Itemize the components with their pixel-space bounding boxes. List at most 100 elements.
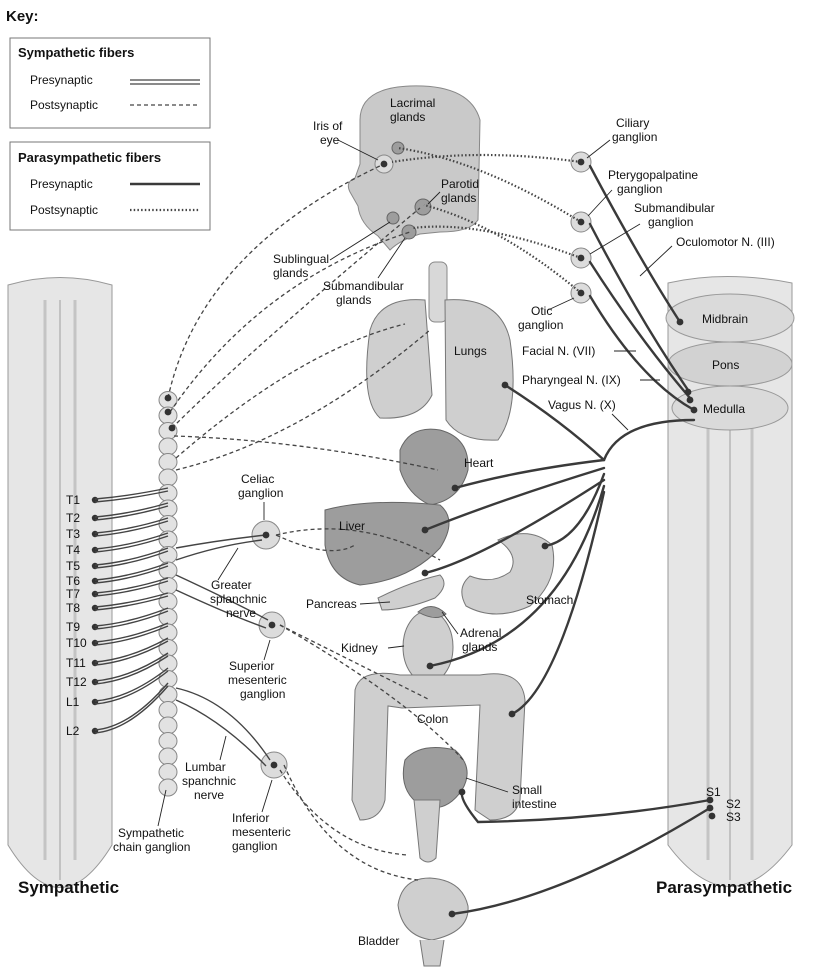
spinal-level-t10: T10 <box>66 636 87 650</box>
label-submand-ganglion-1: Submandibular <box>634 201 715 215</box>
label-kidney: Kidney <box>341 641 378 655</box>
synapse-dot <box>502 382 509 389</box>
chain-ganglion <box>159 469 177 486</box>
label-parotid-1: Parotid <box>441 177 479 191</box>
trachea <box>429 262 447 322</box>
label-lumbar-2: spanchnic <box>182 774 236 788</box>
label-small-intestine-2: intestine <box>512 797 557 811</box>
label-ciliary-2: ganglion <box>612 130 657 144</box>
label-inferior-3: ganglion <box>232 839 277 853</box>
chain-ganglion <box>159 717 177 734</box>
rectum <box>414 800 440 862</box>
spinal-level-t2: T2 <box>66 511 80 525</box>
label-chain-1: Sympathetic <box>118 826 184 840</box>
label-facial-nerve: Facial N. (VII) <box>522 344 595 358</box>
label-greater-1: Greater <box>211 578 252 592</box>
key-sympathetic-box: Sympathetic fibers Presynaptic Postsynap… <box>10 38 210 128</box>
label-ciliary-1: Ciliary <box>616 116 649 130</box>
synapse-dot <box>685 389 692 396</box>
synapse-dot <box>578 159 585 166</box>
sublingual-gland <box>387 212 399 224</box>
chain-ganglion <box>159 547 177 564</box>
heart <box>400 429 468 505</box>
key-parasympathetic-heading: Parasympathetic fibers <box>18 150 161 165</box>
label-lacrimal-1: Lacrimal <box>390 96 435 110</box>
label-iris-1: Iris of <box>313 119 343 133</box>
label-bladder: Bladder <box>358 934 399 948</box>
small-intestine <box>403 748 467 808</box>
bladder <box>398 878 468 966</box>
synapse-dot <box>578 219 585 226</box>
label-small-intestine-1: Small <box>512 783 542 797</box>
synapse-dot <box>578 255 585 262</box>
label-celiac-1: Celiac <box>241 472 274 486</box>
synapse-dot <box>687 397 694 404</box>
label-chain-2: chain ganglion <box>113 840 190 854</box>
label-superior-2: mesenteric <box>228 673 287 687</box>
spinal-level-t9: T9 <box>66 620 80 634</box>
label-inferior-2: mesenteric <box>232 825 291 839</box>
chain-ganglion <box>159 702 177 719</box>
spinal-level-t12: T12 <box>66 675 87 689</box>
label-pterygo-2: ganglion <box>617 182 662 196</box>
key-title: Key: <box>6 8 39 25</box>
chain-ganglion <box>159 733 177 750</box>
chain-ganglion <box>159 748 177 765</box>
synapse-dot <box>707 805 714 812</box>
synapse-dot <box>452 485 459 492</box>
synapse-dot <box>422 527 429 534</box>
synapse-dot <box>381 161 388 168</box>
spinal-level-t3: T3 <box>66 527 80 541</box>
label-greater-2: splanchnic <box>210 592 267 606</box>
parasympathetic-presynaptic-fibers <box>425 166 710 914</box>
synapse-dot <box>427 663 434 670</box>
spinal-level-t6: T6 <box>66 574 80 588</box>
label-celiac-2: ganglion <box>238 486 283 500</box>
label-pharyngeal-nerve: Pharyngeal N. (IX) <box>522 373 621 387</box>
key-sympathetic-heading: Sympathetic fibers <box>18 45 134 60</box>
chain-ganglion <box>159 593 177 610</box>
synapse-dot <box>165 409 172 416</box>
spinal-level-l1: L1 <box>66 695 80 709</box>
key-sym-presynaptic: Presynaptic <box>30 73 93 87</box>
sympathetic-presynaptic-fibers <box>176 535 270 766</box>
synapse-dot <box>509 711 516 718</box>
label-lumbar-1: Lumbar <box>185 760 226 774</box>
chain-ganglion <box>159 779 177 796</box>
brainstem-medulla: Medulla <box>703 402 745 416</box>
label-vagus-nerve: Vagus N. (X) <box>548 398 616 412</box>
label-sublingual-2: glands <box>273 266 308 280</box>
label-submand-ganglion-2: ganglion <box>648 215 693 229</box>
brainstem-pons: Pons <box>712 358 739 372</box>
key-parasympathetic-box: Parasympathetic fibers Presynaptic Posts… <box>10 142 210 230</box>
label-lacrimal-2: glands <box>390 110 425 124</box>
spinal-level-t11: T11 <box>66 656 86 670</box>
label-stomach: Stomach <box>526 593 573 607</box>
key-sym-postsynaptic: Postsynaptic <box>30 98 98 112</box>
synapse-dot <box>263 532 270 539</box>
label-s3: S3 <box>726 810 741 824</box>
label-otic-1: Otic <box>531 304 552 318</box>
label-inferior-1: Inferior <box>232 811 269 825</box>
synapse-dot <box>691 407 698 414</box>
spinal-level-t8: T8 <box>66 601 80 615</box>
synapse-dot <box>578 290 585 297</box>
sympathetic-chain-ganglia <box>159 392 177 797</box>
label-heart: Heart <box>464 456 494 470</box>
synapse-dot <box>169 425 176 432</box>
synapse-dot <box>269 622 276 629</box>
spinal-level-t1: T1 <box>66 493 80 507</box>
synapse-dot <box>459 789 466 796</box>
parotid-gland <box>415 199 431 215</box>
label-greater-3: nerve <box>226 606 256 620</box>
label-sublingual-1: Sublingual <box>273 252 329 266</box>
synapse-dot <box>422 570 429 577</box>
synapse-dot <box>271 762 278 769</box>
key-para-postsynaptic: Postsynaptic <box>30 203 98 217</box>
spinal-level-t7: T7 <box>66 587 80 601</box>
label-iris-2: eye <box>320 133 340 147</box>
label-adrenal-2: glands <box>462 640 497 654</box>
label-otic-2: ganglion <box>518 318 563 332</box>
lacrimal-gland <box>392 142 404 154</box>
synapse-dot <box>165 395 172 402</box>
